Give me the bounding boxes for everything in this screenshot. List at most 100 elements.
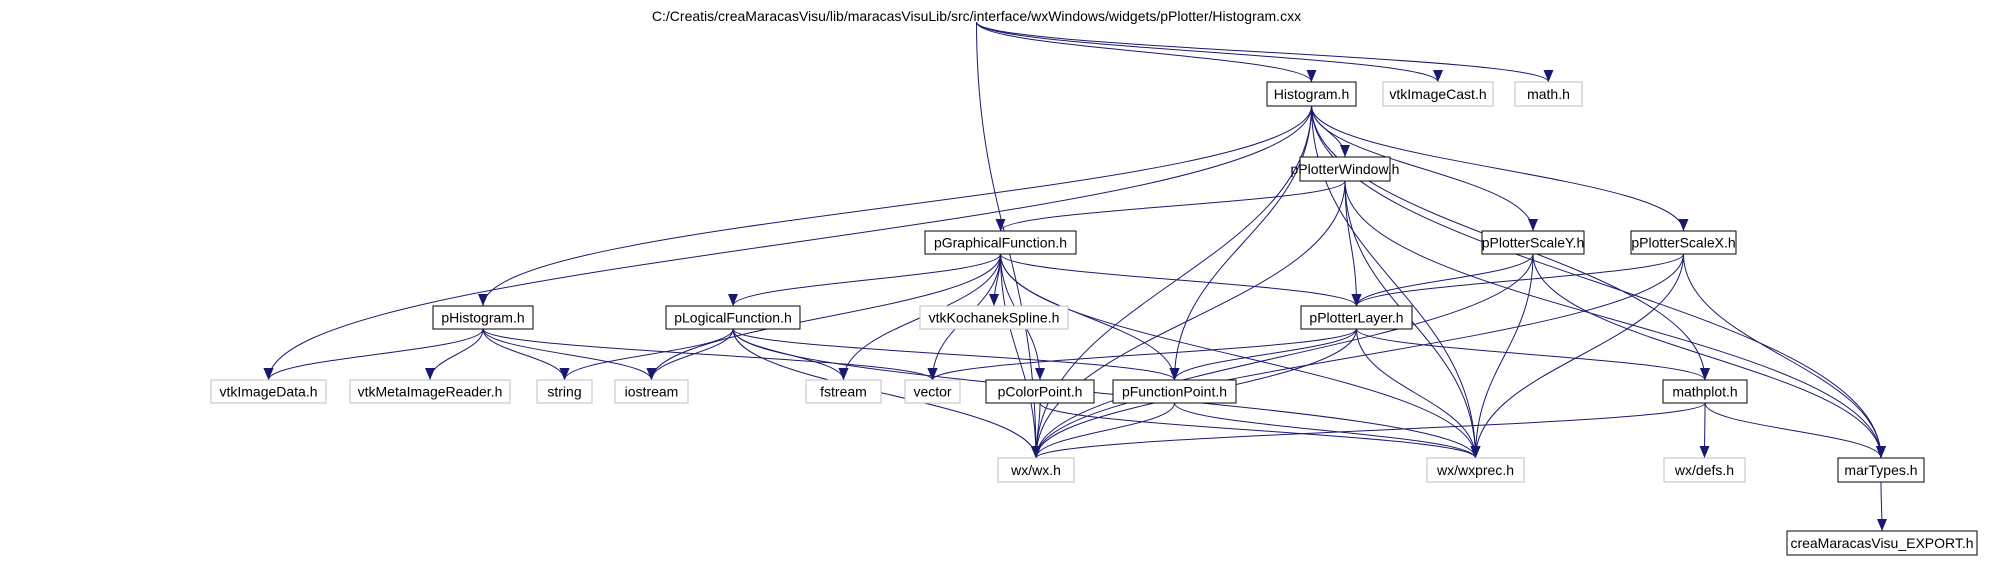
node-vtkmetaimagereader_h: vtkMetaImageReader.h <box>349 379 511 404</box>
edge-pgraphicalfunction_h-to-wx_wxprec_h <box>1000 253 1481 459</box>
edge-martypes_h-to-creamaracasvisu_export_h <box>1876 481 1887 532</box>
node-martypes_h[interactable]: marTypes.h <box>1837 457 1925 483</box>
node-label-fstream: fstream <box>820 384 867 400</box>
edge-pplotterwindow_h-to-pplotterlayer_h <box>1344 180 1362 307</box>
node-label-pplotterscaley_h: pPlotterScaleY.h <box>1482 235 1584 251</box>
edge-phistogram_h-to-iostream <box>482 328 657 381</box>
node-pgraphicalfunction_h[interactable]: pGraphicalFunction.h <box>924 230 1077 255</box>
node-box-pplotterlayer_h <box>1300 305 1413 330</box>
node-box-martypes_h <box>1837 457 1925 483</box>
node-label-creamaracasvisu_export_h: creaMaracasVisu_EXPORT.h <box>1790 535 1973 551</box>
edge-mathplot_h-to-wx_defs_h <box>1699 402 1710 459</box>
node-pplotterscalex_h[interactable]: pPlotterScaleX.h <box>1630 230 1737 255</box>
edge-pplotterlayer_h-to-wx_wxprec_h <box>1356 328 1481 459</box>
edge-phistogram_h-to-vtkmetaimagereader_h <box>425 328 484 381</box>
edge-histogram_h-to-phistogram_h <box>478 105 1312 307</box>
edge-phistogram_h-to-string <box>482 328 570 381</box>
node-mathplot_h[interactable]: mathplot.h <box>1662 379 1748 404</box>
node-pplotterlayer_h[interactable]: pPlotterLayer.h <box>1300 305 1413 330</box>
edge-plogicalfunction_h-to-wx_wxprec_h <box>732 328 1481 459</box>
node-label-phistogram_h: pHistogram.h <box>441 310 524 326</box>
edge-pfunctionpoint_h-to-wx_wxprec_h <box>1174 402 1481 459</box>
edge-pplotterscaley_h-to-pplotterlayer_h <box>1351 253 1534 307</box>
node-wx_wxprec_h: wx/wxprec.h <box>1426 457 1525 483</box>
node-wx_defs_h: wx/defs.h <box>1663 457 1746 483</box>
edge-pplotterscalex_h-to-pplotterlayer_h <box>1351 253 1684 307</box>
edge-pplotterscalex_h-to-wx_wxprec_h <box>1470 253 1684 459</box>
node-label-pplotterlayer_h: pPlotterLayer.h <box>1309 310 1403 326</box>
node-creamaracasvisu_export_h[interactable]: creaMaracasVisu_EXPORT.h <box>1786 530 1978 556</box>
node-label-root: C:/Creatis/creaMaracasVisu/lib/maracasVi… <box>652 8 1301 24</box>
node-box-phistogram_h <box>432 305 534 330</box>
edge-root-to-math_h <box>976 21 1554 83</box>
dependency-edges <box>263 21 1887 532</box>
node-box-pcolorpoint_h <box>985 379 1095 404</box>
edge-pplotterwindow_h-to-pgraphicalfunction_h <box>995 180 1346 232</box>
dependency-nodes: C:/Creatis/creaMaracasVisu/lib/maracasVi… <box>210 8 1978 556</box>
node-label-vtkimagecast_h: vtkImageCast.h <box>1389 86 1486 102</box>
node-box-creamaracasvisu_export_h <box>1786 530 1978 556</box>
edge-phistogram_h-to-vector <box>482 328 938 381</box>
node-box-math_h <box>1514 81 1583 107</box>
node-iostream: iostream <box>614 379 689 404</box>
node-phistogram_h[interactable]: pHistogram.h <box>432 305 534 330</box>
node-label-histogram_h: Histogram.h <box>1274 86 1349 102</box>
node-pplotterwindow_h[interactable]: pPlotterWindow.h <box>1291 156 1400 182</box>
node-label-string: string <box>547 384 581 400</box>
node-label-pplotterscalex_h: pPlotterScaleX.h <box>1631 235 1735 251</box>
edge-pgraphicalfunction_h-to-iostream <box>646 253 1001 381</box>
node-pfunctionpoint_h[interactable]: pFunctionPoint.h <box>1112 379 1237 404</box>
node-label-vector: vector <box>913 384 951 400</box>
node-label-martypes_h: marTypes.h <box>1844 462 1917 478</box>
node-vtkkochanekspline_h: vtkKochanekSpline.h <box>919 305 1069 330</box>
edge-plogicalfunction_h-to-iostream <box>646 328 734 381</box>
node-box-wx_wxprec_h <box>1426 457 1525 483</box>
edge-phistogram_h-to-vtkimagedata_h <box>263 328 484 381</box>
node-histogram_h[interactable]: Histogram.h <box>1266 81 1357 107</box>
node-vtkimagecast_h: vtkImageCast.h <box>1382 81 1494 107</box>
edge-pplotterlayer_h-to-mathplot_h <box>1356 328 1710 381</box>
node-box-fstream <box>805 379 882 404</box>
node-string: string <box>536 379 593 404</box>
node-label-vtkkochanekspline_h: vtkKochanekSpline.h <box>929 310 1060 326</box>
node-fstream: fstream <box>805 379 882 404</box>
node-root[interactable]: C:/Creatis/creaMaracasVisu/lib/maracasVi… <box>652 8 1301 24</box>
edge-mathplot_h-to-wx_wx_h <box>1031 402 1706 459</box>
edge-plogicalfunction_h-to-string <box>559 328 734 381</box>
node-box-pplotterscaley_h <box>1481 230 1585 255</box>
edge-pcolorpoint_h-to-wx_wxprec_h <box>1039 402 1481 459</box>
node-label-vtkimagedata_h: vtkImageData.h <box>219 384 317 400</box>
node-pcolorpoint_h[interactable]: pColorPoint.h <box>985 379 1095 404</box>
node-label-iostream: iostream <box>625 384 679 400</box>
node-box-pplotterwindow_h <box>1299 156 1391 182</box>
node-label-vtkmetaimagereader_h: vtkMetaImageReader.h <box>358 384 503 400</box>
node-box-histogram_h <box>1266 81 1357 107</box>
edge-pplotterwindow_h-to-martypes_h <box>1344 180 1886 459</box>
node-wx_wx_h: wx/wx.h <box>997 457 1075 483</box>
node-label-pcolorpoint_h: pColorPoint.h <box>998 384 1083 400</box>
edge-root-to-histogram_h <box>976 21 1317 83</box>
node-label-pfunctionpoint_h: pFunctionPoint.h <box>1122 384 1227 400</box>
node-label-mathplot_h: mathplot.h <box>1672 384 1737 400</box>
edge-pplotterscaley_h-to-martypes_h <box>1532 253 1886 459</box>
edge-histogram_h-to-martypes_h <box>1311 105 1886 459</box>
edge-histogram_h-to-pfunctionpoint_h <box>1169 105 1312 381</box>
node-box-vtkimagecast_h <box>1382 81 1494 107</box>
node-vtkimagedata_h: vtkImageData.h <box>210 379 327 404</box>
node-box-iostream <box>614 379 689 404</box>
node-label-wx_defs_h: wx/defs.h <box>1674 462 1734 478</box>
node-label-wx_wxprec_h: wx/wxprec.h <box>1436 462 1514 478</box>
node-box-mathplot_h <box>1662 379 1748 404</box>
edge-root-to-vtkimagecast_h <box>976 21 1443 83</box>
node-label-plogicalfunction_h: pLogicalFunction.h <box>674 310 792 326</box>
edge-histogram_h-to-pplotterscalex_h <box>1311 105 1689 232</box>
node-box-vector <box>904 379 961 404</box>
edge-plogicalfunction_h-to-wx_wx_h <box>732 328 1041 459</box>
node-plogicalfunction_h[interactable]: pLogicalFunction.h <box>665 305 801 330</box>
edge-pfunctionpoint_h-to-wx_wx_h <box>1031 402 1175 459</box>
edge-pgraphicalfunction_h-to-plogicalfunction_h <box>728 253 1001 307</box>
edge-pplotterscaley_h-to-wx_wxprec_h <box>1470 253 1534 459</box>
node-math_h: math.h <box>1514 81 1583 107</box>
node-pplotterscaley_h[interactable]: pPlotterScaleY.h <box>1481 230 1585 255</box>
